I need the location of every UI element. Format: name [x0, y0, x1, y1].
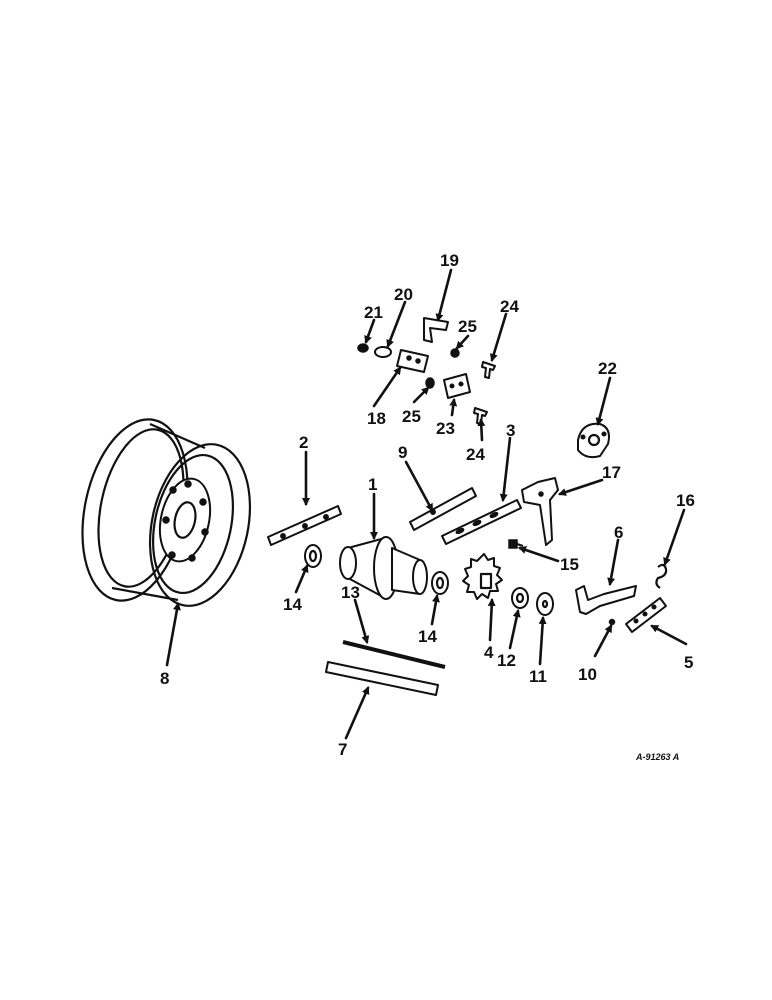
bracket-part-17	[521, 477, 559, 546]
slotted-plate-part-3	[441, 499, 522, 545]
callout-4: 4	[484, 643, 494, 662]
callout-24-bottom: 24	[466, 445, 485, 464]
callout-3: 3	[506, 421, 515, 440]
washer-part-11	[536, 592, 554, 616]
callout-14-right: 14	[418, 627, 437, 646]
leader-lines	[165, 268, 688, 740]
callout-18: 18	[367, 409, 386, 428]
nut-part-25-bottom	[425, 377, 435, 389]
callout-7: 7	[338, 740, 347, 759]
callout-12: 12	[497, 651, 516, 670]
hook-part-16	[655, 563, 668, 589]
clip-part-19	[423, 317, 449, 343]
rod-part-13	[342, 640, 446, 669]
arm-part-6	[575, 585, 637, 615]
callout-20: 20	[394, 285, 413, 304]
wheel-rim-part	[81, 418, 252, 607]
callout-17: 17	[602, 463, 621, 482]
callout-14-left: 14	[283, 595, 302, 614]
callout-5: 5	[684, 653, 693, 672]
callout-1: 1	[368, 475, 377, 494]
nut-part-21	[357, 343, 369, 353]
callout-25-top: 25	[458, 317, 477, 336]
pin-part-10	[608, 618, 616, 626]
callout-10: 10	[578, 665, 597, 684]
bearing-part-14-left	[304, 544, 322, 568]
bolt-part-15	[508, 539, 524, 549]
callout-25-bottom: 25	[402, 407, 421, 426]
strap-part-2	[267, 505, 342, 546]
callout-16: 16	[676, 491, 695, 510]
washer-part-20	[374, 346, 392, 358]
callout-11: 11	[529, 667, 547, 686]
callout-13: 13	[341, 583, 360, 602]
sprocket-part-4	[462, 553, 503, 600]
plate-part-22	[577, 422, 610, 459]
angle-bracket-part-24-top	[481, 361, 496, 379]
callout-6: 6	[614, 523, 623, 542]
small-plate-part-18	[396, 349, 429, 373]
chain-part-5	[625, 597, 667, 633]
callout-19: 19	[440, 251, 459, 270]
drawing-reference: A-91263 A	[635, 752, 679, 762]
callout-15: 15	[560, 555, 579, 574]
callout-9: 9	[398, 443, 407, 462]
block-part-23	[443, 373, 471, 399]
hub-part-1	[339, 536, 428, 600]
callout-2: 2	[299, 433, 308, 452]
shaft-part-7	[325, 661, 439, 696]
callout-24-top: 24	[500, 297, 519, 316]
bearing-part-14-right	[431, 571, 449, 595]
callout-21: 21	[364, 303, 383, 322]
callout-22: 22	[598, 359, 617, 378]
bar-part-9	[409, 487, 477, 531]
callout-8: 8	[160, 669, 169, 688]
washer-part-12	[511, 587, 529, 609]
callout-23: 23	[436, 419, 455, 438]
nut-part-25-top	[450, 348, 460, 358]
